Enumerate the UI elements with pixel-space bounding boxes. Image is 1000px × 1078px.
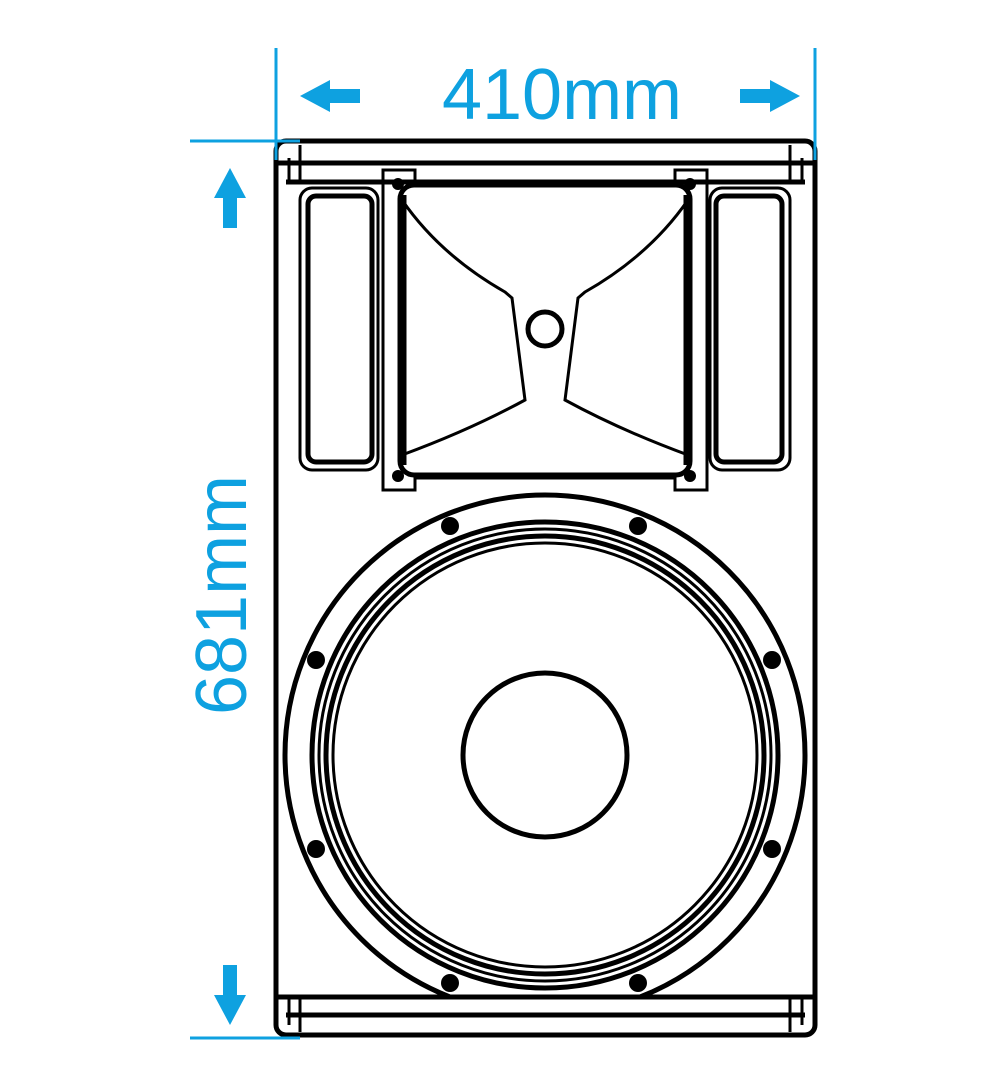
- arrow-up-icon: [214, 168, 246, 228]
- handle-left: [298, 186, 380, 472]
- height-label: 681mm: [182, 475, 262, 715]
- arrow-down-icon: [214, 965, 246, 1025]
- height-dimension: 681mm: [182, 139, 300, 1040]
- handle-right: [708, 186, 792, 472]
- horn-screws: [392, 178, 696, 482]
- woofer: [282, 492, 808, 998]
- cabinet: [273, 138, 818, 1038]
- width-dimension: 410mm: [274, 48, 817, 160]
- arrow-left-icon: [300, 80, 360, 112]
- woofer-screws: [307, 517, 781, 992]
- horn-tweeter: [381, 168, 709, 492]
- arrow-right-icon: [740, 80, 800, 112]
- width-label: 410mm: [442, 55, 682, 135]
